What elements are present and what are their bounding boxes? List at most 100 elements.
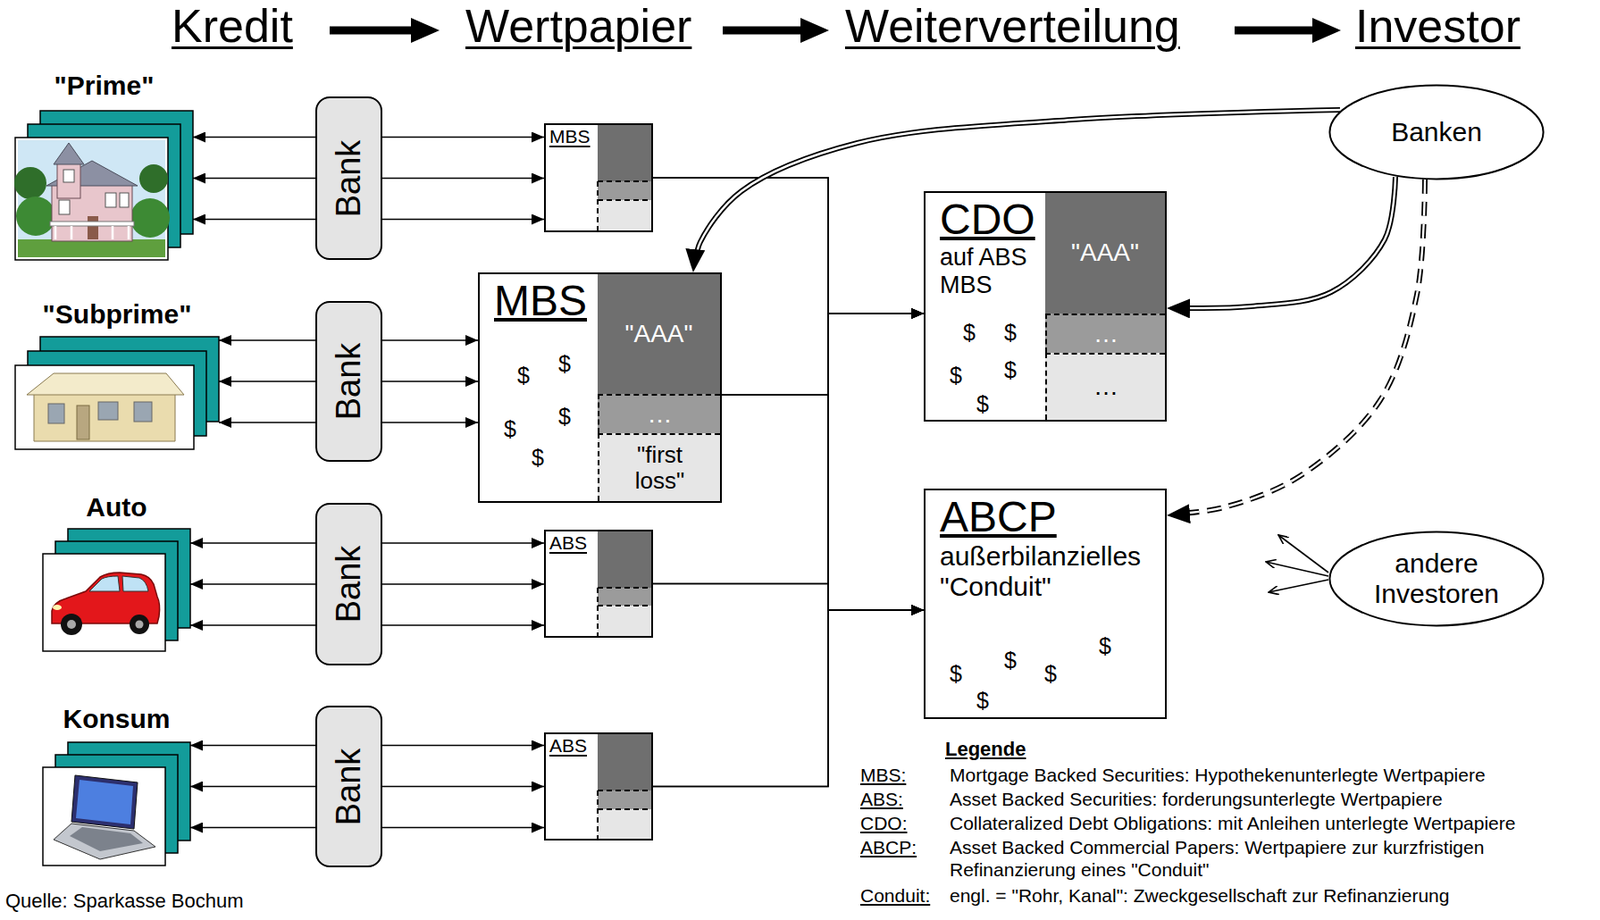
flow-line bbox=[382, 177, 545, 180]
bank-box: Bank bbox=[315, 301, 383, 462]
node-label: Bank bbox=[332, 343, 367, 421]
legend-text: engl. = "Rohr, Kanal": Zweckgesellschaft… bbox=[949, 884, 1450, 907]
tranche-strip bbox=[544, 732, 654, 841]
legend-abbreviation: ABS: bbox=[860, 787, 904, 811]
tranche-strip bbox=[597, 200, 654, 233]
legend-text: Asset Backed Securities: forderungsunter… bbox=[949, 787, 1443, 811]
flow-line bbox=[218, 380, 316, 383]
flow-line bbox=[382, 218, 545, 221]
legend-abbreviation: CDO: bbox=[860, 812, 908, 835]
flow-arrow bbox=[192, 177, 316, 179]
flow-line bbox=[721, 313, 924, 395]
bungalow-picture-stack bbox=[76, 405, 90, 440]
flow-arrow bbox=[218, 381, 316, 383]
flow-line bbox=[382, 380, 478, 383]
house-picture-stack bbox=[16, 196, 56, 236]
flow-arrow bbox=[382, 422, 478, 424]
tranche-box: … bbox=[1045, 352, 1165, 420]
tranche-box: … bbox=[597, 393, 721, 434]
dollar-sign: $ bbox=[503, 418, 517, 441]
node-label: Bank bbox=[332, 139, 367, 218]
column-heading: Investor bbox=[1355, 0, 1521, 54]
tranche-label: "first loss" bbox=[615, 442, 705, 494]
house-picture-stack bbox=[53, 142, 84, 165]
house-picture-stack bbox=[14, 167, 47, 200]
node-label: Bank bbox=[332, 545, 367, 624]
tranche-strip bbox=[597, 790, 654, 810]
flow-line bbox=[653, 584, 924, 612]
flow-line bbox=[192, 218, 316, 221]
flow-arrow bbox=[190, 827, 316, 829]
flow-line bbox=[190, 786, 316, 788]
double-line bbox=[695, 109, 1341, 260]
node-label: CDO bbox=[939, 196, 1165, 244]
car-picture-stack bbox=[67, 619, 76, 629]
flow-arrow bbox=[721, 313, 924, 395]
car-picture-stack bbox=[122, 576, 149, 592]
house-picture-stack bbox=[14, 110, 193, 260]
bank-box: Bank bbox=[315, 705, 383, 868]
dollar-sign: $ bbox=[558, 405, 571, 428]
legend-text: Collateralized Debt Obligations: mit Anl… bbox=[949, 812, 1516, 835]
column-heading: Kredit bbox=[171, 0, 294, 54]
tranche-box: … bbox=[1045, 313, 1165, 353]
flow-arrow bbox=[190, 786, 316, 788]
security-box: ABS bbox=[544, 529, 654, 638]
house-picture-stack bbox=[105, 192, 117, 208]
node-label: auf ABS MBS bbox=[939, 243, 1046, 300]
node-label: außerbilanzielles "Conduit" bbox=[939, 541, 1151, 604]
node-label: ABS bbox=[549, 735, 648, 757]
car-picture-stack bbox=[42, 528, 191, 652]
header-arrow bbox=[800, 17, 830, 43]
tranche-strip bbox=[597, 123, 654, 182]
flow-arrow bbox=[382, 745, 545, 746]
node-label: Banken bbox=[1390, 117, 1483, 149]
flow-arrow bbox=[382, 381, 478, 383]
column-heading: Weiterverteilung bbox=[845, 0, 1181, 54]
investor-ellipse: andere Investoren bbox=[1327, 530, 1546, 628]
house-picture-stack bbox=[139, 164, 168, 193]
investor-arrow bbox=[1265, 561, 1329, 577]
node-label: Auto bbox=[42, 492, 191, 524]
column-heading: Wertpapier bbox=[465, 0, 692, 54]
flow-line bbox=[190, 745, 316, 747]
flow-arrow bbox=[382, 177, 545, 179]
laptop-picture-stack bbox=[53, 823, 156, 860]
node-label: ABCP bbox=[939, 494, 1165, 542]
tranche-strip bbox=[597, 790, 654, 841]
flow-line bbox=[382, 339, 478, 342]
node-label: ABS bbox=[549, 532, 648, 554]
tranche-strip bbox=[597, 809, 654, 841]
flow-line bbox=[218, 339, 316, 342]
flow-arrow bbox=[653, 610, 924, 788]
flow-line bbox=[382, 583, 545, 586]
flow-line bbox=[382, 136, 545, 139]
house-picture-stack bbox=[17, 239, 166, 258]
dollar-sign: $ bbox=[1098, 635, 1112, 658]
bank-box: Bank bbox=[315, 502, 383, 666]
legend-heading: Legende bbox=[945, 737, 1026, 762]
flow-arrow bbox=[382, 340, 478, 342]
double-line bbox=[1179, 176, 1396, 309]
flow-line bbox=[721, 394, 924, 611]
tranche-label: … bbox=[647, 401, 673, 429]
double-line bbox=[695, 109, 1341, 260]
bungalow-picture-stack bbox=[48, 403, 65, 424]
flow-arrow bbox=[721, 394, 924, 611]
flow-line bbox=[382, 624, 545, 627]
house-picture-stack bbox=[119, 192, 129, 208]
flow-line bbox=[190, 624, 316, 627]
flow-arrow bbox=[190, 745, 316, 746]
node-label: MBS bbox=[549, 125, 648, 148]
investor-arrow bbox=[1265, 535, 1329, 593]
node-label: "Subprime" bbox=[15, 299, 219, 331]
tranche-strip bbox=[597, 587, 654, 638]
car-picture-stack bbox=[135, 620, 144, 629]
legend-text: Mortgage Backed Securities: Hypothekenun… bbox=[949, 763, 1486, 787]
header-arrow bbox=[1234, 26, 1316, 35]
car-picture-stack bbox=[42, 553, 166, 652]
flow-line bbox=[190, 542, 316, 545]
loan-picture-stack: Konsum bbox=[42, 703, 191, 866]
laptop-picture-stack bbox=[75, 779, 134, 825]
bungalow-picture-stack bbox=[98, 402, 118, 420]
